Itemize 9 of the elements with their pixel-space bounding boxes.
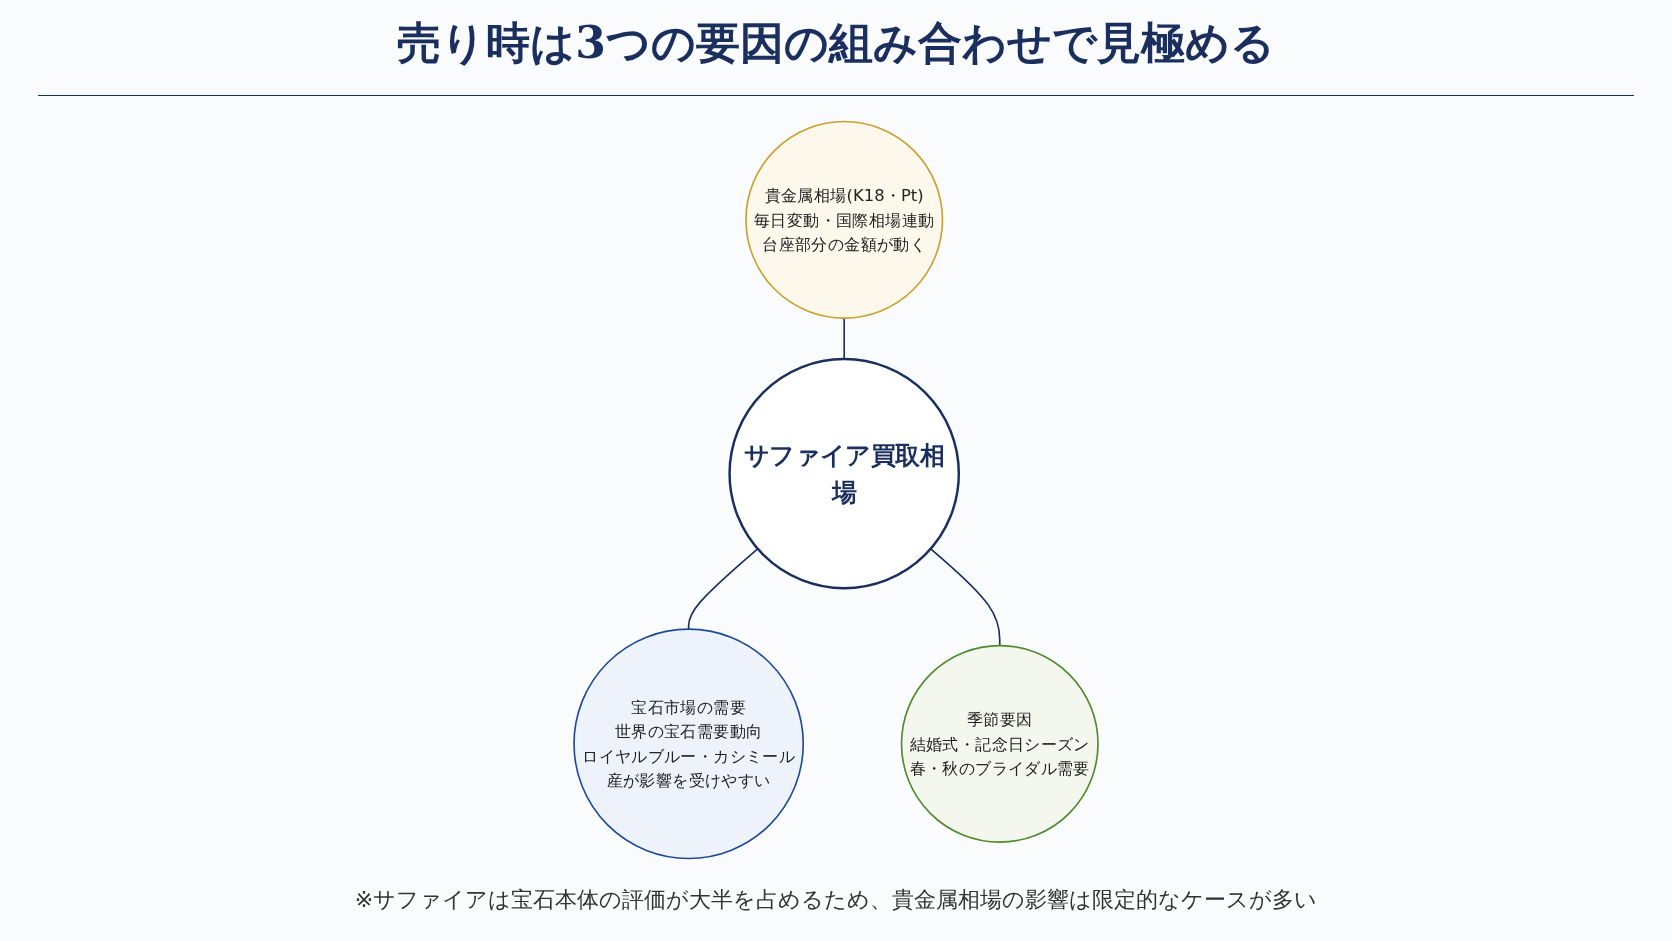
connector: [843, 317, 845, 360]
connector: [687, 547, 759, 630]
node-circle: サファイア買取相場: [728, 357, 961, 590]
title: 売り時は3つの要因の組み合わせで見極める: [396, 16, 1276, 70]
node-circle: 季節要因 結婚式・記念日シーズン 春・秋のブライダル需要: [900, 644, 1099, 843]
node-circle: 宝石市場の需要 世界の宝石需要動向 ロイヤルブルー・カシミール産が影響を受けやすい: [573, 628, 805, 860]
connector: [929, 547, 1001, 647]
caption: ※サファイアは宝石本体の評価が大半を占めるため、貴金属相場の影響は限定的なケースが多い: [353, 886, 1319, 914]
node-circle: 貴金属相場(K18・Pt) 毎日変動・国際相場連動 台座部分の金額が動く: [745, 120, 944, 319]
